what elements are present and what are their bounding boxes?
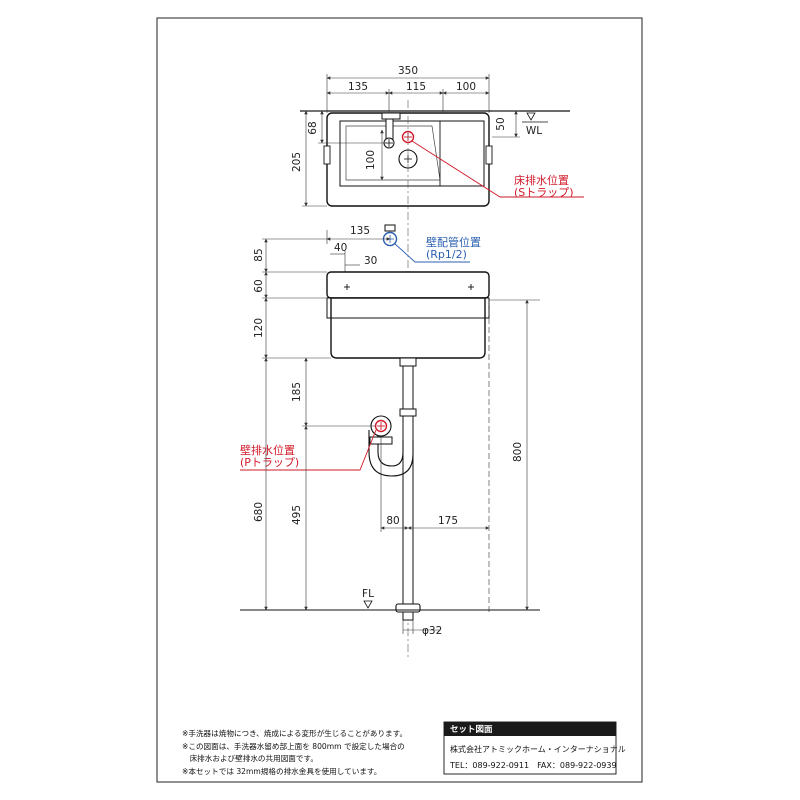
dim-h800: 800 [512,442,524,462]
wall-drain-label: 壁排水位置 [240,443,295,457]
basin-front-band [326,297,490,319]
note-line: ※この図面は、手洗器水留め部上面を 800mm で設定した場合の [182,741,405,751]
note-line: ※本セットでは 32mm規格の排水金具を使用しています。 [182,766,381,776]
title-block-header: セット図面 [450,725,493,735]
floor-drain-label: 床排水位置 [514,173,569,187]
dim-h185: 185 [291,382,303,402]
dim-depth: 205 [291,152,303,172]
title-block-header-bar [444,722,616,736]
dim-inner-100: 100 [365,150,377,170]
dim-pipe-dia: φ32 [422,625,442,637]
dim-w175: 175 [438,515,458,527]
wall-supply-sublabel: (Rp1/2) [426,248,467,261]
callout-wall-drain-leader [240,429,377,471]
dim-mount-30: 30 [364,255,377,267]
title-block: セット図面 株式会社アトミックホーム・インターナショナル TEL：089-922… [443,721,626,775]
basin-front-body [330,297,486,359]
wall-drain-sublabel: (Pトラップ) [240,456,299,469]
dim-h495: 495 [291,505,303,525]
callout-floor-drain: 床排水位置 (Sトラップ) [411,140,584,199]
drain-pipe [402,365,414,607]
floor-level-label: FL [362,588,374,600]
dim-h120: 120 [253,318,265,338]
dim-h680: 680 [253,502,265,522]
faucet-spout-base [381,112,401,120]
title-block-company: 株式会社アトミックホーム・インターナショナル [450,744,626,754]
basin-front-rim [326,271,490,299]
dim-w80: 80 [386,515,399,527]
basin-top-inner [339,120,485,187]
floor-level-triangle-icon [363,600,373,609]
floor-drain-sublabel: (Sトラップ) [514,186,574,199]
front-view: 壁配管位置 (Rp1/2) 135 40 30 85 60 120 [240,224,540,637]
wall-level-label: WL [526,125,542,137]
dim-rear-offset: 68 [307,121,319,134]
note-line: 床排水および壁排水の共用図面です。 [182,753,318,763]
dim-supply-offset: 135 [350,225,370,237]
dim-h85: 85 [253,248,265,261]
title-block-contact: TEL：089-922-0911 FAX：089-922-0939 [449,761,617,770]
note-line: ※手洗器は焼物につき、焼成による変形が生じることがあります。 [182,728,407,738]
dim-wall-gap: 50 [495,117,507,130]
floor-flange [395,603,421,613]
dim-right-seg: 100 [456,81,476,93]
dim-left-seg: 135 [348,81,368,93]
floor-drain-marker-icon [401,130,415,144]
dim-mid-seg: 115 [406,81,426,93]
wall-supply-label: 壁配管位置 [426,235,481,249]
dim-h60: 60 [253,279,265,292]
dim-overall-width: 350 [398,65,418,77]
notes-block: ※手洗器は焼物につき、焼成による変形が生じることがあります。 ※この図面は、手洗… [182,728,407,776]
wall-level-triangle-icon [526,112,536,121]
dim-mount-40: 40 [334,242,347,254]
